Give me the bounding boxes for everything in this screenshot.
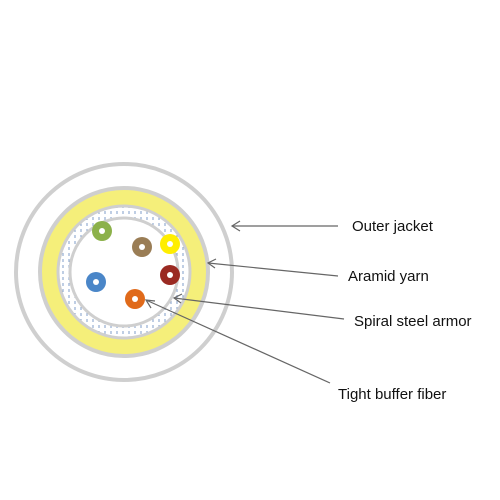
fiber-red — [160, 265, 180, 285]
label-tight-buffer-fiber: Tight buffer fiber — [338, 386, 446, 403]
leader-aramid-yarn — [206, 258, 339, 277]
label-outer-jacket: Outer jacket — [352, 218, 434, 235]
tight-buffer-fibers — [86, 221, 180, 309]
fiber-yellow — [160, 234, 180, 254]
label-spiral-steel-armor: Spiral steel armor — [354, 313, 472, 330]
leader-tight-buffer-fiber — [144, 299, 331, 384]
leader-lines — [144, 220, 345, 384]
leader-outer-jacket — [230, 220, 338, 232]
fiber-orange — [125, 289, 145, 309]
fiber-blue — [86, 272, 106, 292]
fiber-green — [92, 221, 112, 241]
fiber-brown — [132, 237, 152, 257]
leader-spiral-steel-armor — [172, 293, 345, 320]
label-aramid-yarn: Aramid yarn — [348, 268, 429, 285]
